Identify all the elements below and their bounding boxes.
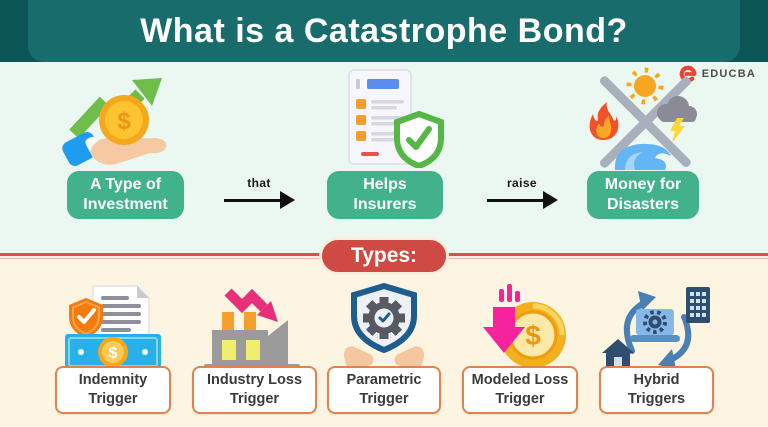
- svg-text:$: $: [117, 108, 131, 135]
- type-box-modeled-loss: Modeled Loss Trigger: [462, 366, 578, 414]
- connector-label: raise: [506, 176, 538, 190]
- type-label: Trigger: [229, 391, 280, 407]
- building-glyph: [686, 287, 710, 323]
- flow-step-label: Helps: [363, 176, 407, 194]
- parametric-trigger-icon: [330, 282, 438, 372]
- type-label: Trigger: [495, 391, 545, 407]
- house-glyph: [602, 339, 634, 369]
- fire-glyph: [589, 102, 619, 140]
- storm-cloud-glyph: [657, 96, 697, 143]
- type-box-parametric: Parametric Trigger: [327, 366, 441, 414]
- type-label: Parametric: [346, 372, 422, 389]
- flow-step-label: A Type of: [89, 176, 162, 194]
- types-badge-label: Types:: [350, 244, 418, 267]
- type-box-industry-loss: Industry Loss Trigger: [192, 366, 317, 414]
- type-label: Modeled Loss: [471, 372, 569, 389]
- type-label: Industry Loss: [206, 372, 303, 389]
- flow-step-investment: A Type of Investment: [67, 171, 184, 219]
- type-label: Triggers: [627, 391, 686, 407]
- brand-name: EDUCBA: [701, 68, 756, 80]
- connector-label: that: [247, 176, 271, 190]
- connector-raise: raise: [481, 176, 563, 209]
- flow-step-label: Investment: [83, 196, 168, 213]
- svg-text:$: $: [525, 320, 541, 351]
- header-background: What is a Catastrophe Bond?: [0, 0, 768, 62]
- header-bar: What is a Catastrophe Bond?: [28, 0, 740, 62]
- type-box-hybrid: Hybrid Triggers: [599, 366, 714, 414]
- flow-step-label: Disasters: [606, 196, 680, 213]
- investment-growth-icon: $: [62, 72, 188, 170]
- right-arrow-icon: [223, 191, 295, 209]
- flow-step-label: Money for: [604, 176, 682, 194]
- insurance-document-icon: [325, 68, 445, 168]
- laptop-gear-glyph: [630, 309, 680, 342]
- industry-loss-trigger-icon: [198, 284, 310, 372]
- modeled-loss-trigger-icon: $: [463, 283, 577, 373]
- sun-glyph: [626, 67, 664, 105]
- svg-text:$: $: [109, 345, 118, 362]
- type-box-indemnity: Indemnity Trigger: [55, 366, 171, 414]
- type-label: Indemnity: [78, 372, 148, 389]
- type-label: Trigger: [88, 391, 138, 407]
- banknote-glyph: $: [65, 334, 161, 370]
- type-label: Trigger: [359, 391, 409, 407]
- wave-glyph: [614, 143, 671, 170]
- disasters-icon: [580, 64, 710, 180]
- right-arrow-icon: [486, 191, 558, 209]
- down-arrow-glyph: [483, 284, 525, 353]
- hybrid-triggers-icon: [598, 283, 714, 373]
- types-badge: Types:: [319, 237, 449, 275]
- page-title: What is a Catastrophe Bond?: [140, 11, 628, 50]
- flow-step-disasters: Money for Disasters: [587, 171, 699, 219]
- connector-that: that: [218, 176, 300, 209]
- flow-step-insurers: Helps Insurers: [327, 171, 443, 219]
- indemnity-trigger-icon: $: [55, 284, 171, 372]
- flow-step-label: Insurers: [353, 196, 417, 213]
- type-label: Hybrid: [633, 372, 680, 389]
- gear-glyph: [363, 297, 405, 339]
